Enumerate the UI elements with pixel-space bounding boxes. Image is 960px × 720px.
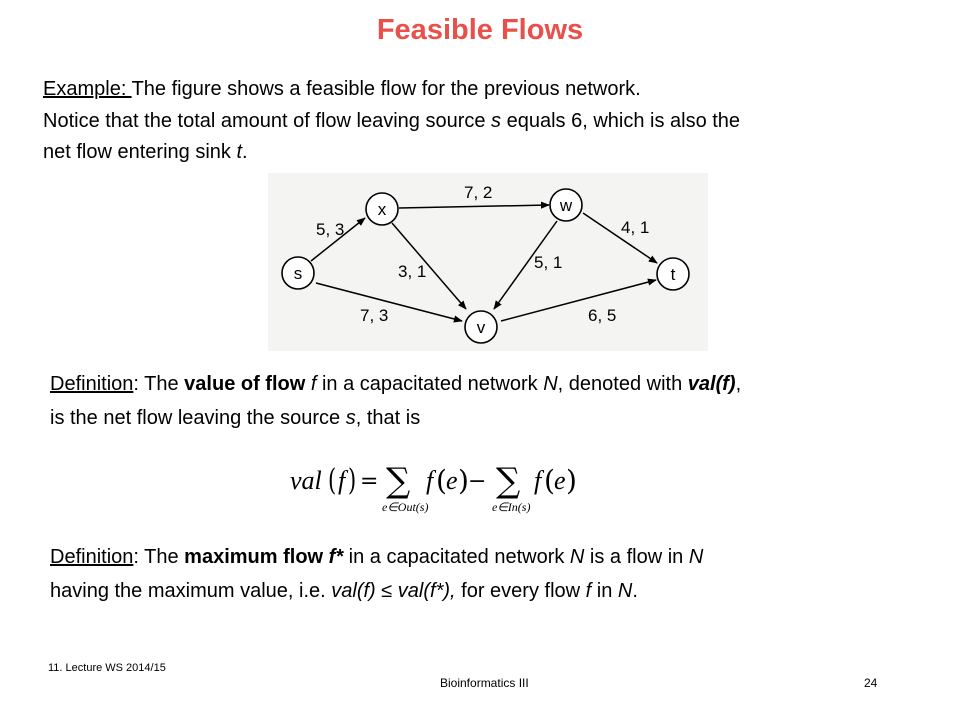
formula-f-3: f bbox=[534, 466, 545, 495]
definition-maximum-flow: Definition: The maximum flow f* in a cap… bbox=[50, 540, 920, 608]
formula-equals: = bbox=[360, 469, 378, 494]
edge-x-w bbox=[398, 201, 550, 209]
formula-f-2: f bbox=[426, 466, 437, 495]
edge-w-v bbox=[493, 220, 558, 310]
edge-label-x-w: 7, 2 bbox=[464, 183, 492, 202]
node-label-t: t bbox=[671, 265, 676, 284]
definition2-text-2: in a capacitated network bbox=[343, 546, 570, 568]
example-paragraph: Example: The figure shows a feasible flo… bbox=[43, 74, 923, 169]
formula-rparen-2: ) bbox=[458, 464, 469, 497]
footer-lecture: 11. Lecture WS 2014/15 bbox=[48, 662, 166, 674]
edge-label-s-x: 5, 3 bbox=[316, 220, 344, 239]
formula-lhs-val: val bbox=[290, 466, 322, 495]
definition2-text-4: having the maximum value, i.e. bbox=[50, 580, 332, 602]
formula-e-1: e bbox=[446, 466, 458, 495]
definition2-f-star: f* bbox=[328, 546, 344, 568]
definition2-flow-var: f bbox=[585, 580, 592, 602]
definition1-text-6: , that is bbox=[355, 407, 421, 429]
definition2-text-7: . bbox=[632, 580, 638, 602]
formula-lparen-3: ( bbox=[544, 464, 555, 497]
definition1-text-1: : The bbox=[133, 373, 185, 395]
formula-lparen-2: ( bbox=[436, 464, 447, 497]
definition1-source-var: s bbox=[345, 407, 356, 429]
node-label-v: v bbox=[477, 318, 486, 337]
example-line3-a: net flow entering sink bbox=[43, 141, 237, 163]
node-t bbox=[656, 257, 690, 291]
definition2-term: maximum flow bbox=[184, 546, 329, 568]
edge-label-w-v: 5, 1 bbox=[534, 253, 562, 272]
node-label-w: w bbox=[559, 196, 573, 215]
example-line2-c: equals 6, which is also the bbox=[501, 109, 741, 132]
definition1-term: value of flow bbox=[184, 373, 311, 395]
edge-s-v bbox=[315, 282, 463, 323]
edge-label-x-v: 3, 1 bbox=[398, 262, 426, 281]
example-line1: The figure shows a feasible flow for the… bbox=[131, 78, 641, 100]
definition2-text-5: for every flow bbox=[455, 580, 586, 602]
definition1-flow-var: f bbox=[310, 373, 317, 395]
definition1-text-4: , bbox=[735, 373, 742, 395]
definition2-network-var-3: N bbox=[617, 580, 633, 602]
edge-label-w-t: 4, 1 bbox=[621, 218, 649, 237]
node-v bbox=[464, 310, 498, 344]
definition2-network-var-1: N bbox=[569, 546, 585, 568]
definition1-text-3: , denoted with bbox=[557, 373, 688, 395]
definition-value-of-flow: Definition: The value of flow f in a cap… bbox=[50, 367, 920, 435]
definition1-text-5: is the net flow leaving the source bbox=[50, 407, 346, 429]
definition1-label: Definition bbox=[50, 373, 134, 395]
example-line2-source: s bbox=[491, 109, 502, 132]
definition2-label: Definition bbox=[50, 546, 134, 568]
definition2-leq: ≤ bbox=[375, 580, 398, 602]
node-x bbox=[365, 192, 399, 226]
edge-label-v-t: 6, 5 bbox=[588, 306, 616, 325]
edge-x-v bbox=[391, 222, 467, 310]
formula-rparen-1: ) bbox=[348, 463, 356, 498]
node-s bbox=[281, 256, 315, 290]
flow-network-diagram: 5, 3 7, 2 4, 1 3, 1 5, 1 7, 3 6, 5 s x w… bbox=[268, 173, 708, 351]
node-label-x: x bbox=[378, 200, 387, 219]
edge-w-t bbox=[582, 212, 658, 264]
definition2-text-1: : The bbox=[133, 546, 185, 568]
formula-f-1: f bbox=[338, 466, 349, 495]
edge-label-s-v: 7, 3 bbox=[360, 306, 388, 325]
formula-sum-1: ∑ bbox=[386, 461, 410, 501]
formula-sub-out: e∈Out(s) bbox=[382, 500, 428, 514]
definition2-val-f-star: val(f*), bbox=[397, 580, 456, 602]
formula-sub-in: e∈In(s) bbox=[492, 500, 530, 514]
formula-minus: − bbox=[468, 469, 486, 494]
slide-title: Feasible Flows bbox=[376, 14, 584, 46]
definition2-text-6: in bbox=[591, 580, 618, 602]
example-line3-c: . bbox=[242, 141, 248, 163]
formula-sum-2: ∑ bbox=[496, 461, 520, 501]
formula-lparen-1: ( bbox=[328, 463, 336, 498]
definition2-network-var-2: N bbox=[688, 546, 704, 568]
definition2-val-f: val(f) bbox=[331, 580, 376, 602]
example-line2-a: Notice that the total amount of flow lea… bbox=[43, 109, 492, 132]
definition1-network-var: N bbox=[543, 373, 558, 395]
edge-v-t bbox=[500, 278, 657, 322]
formula-rparen-3: ) bbox=[566, 464, 577, 497]
value-of-flow-formula: val ( f ) = ∑ e∈Out(s) f ( e ) − ∑ e∈In(… bbox=[290, 461, 577, 514]
definition2-text-3: is a flow in bbox=[584, 546, 689, 568]
definition1-text-2: in a capacitated network bbox=[316, 373, 544, 395]
footer-page-number: 24 bbox=[864, 676, 878, 690]
edge-s-x bbox=[310, 217, 366, 262]
footer-course: Bioinformatics III bbox=[440, 676, 529, 690]
node-w bbox=[549, 188, 583, 222]
definition1-val-f: val(f) bbox=[687, 373, 736, 395]
node-label-s: s bbox=[294, 264, 303, 283]
example-line3-sink: t bbox=[236, 141, 242, 163]
example-label: Example: bbox=[43, 78, 132, 100]
formula-e-2: e bbox=[554, 466, 566, 495]
